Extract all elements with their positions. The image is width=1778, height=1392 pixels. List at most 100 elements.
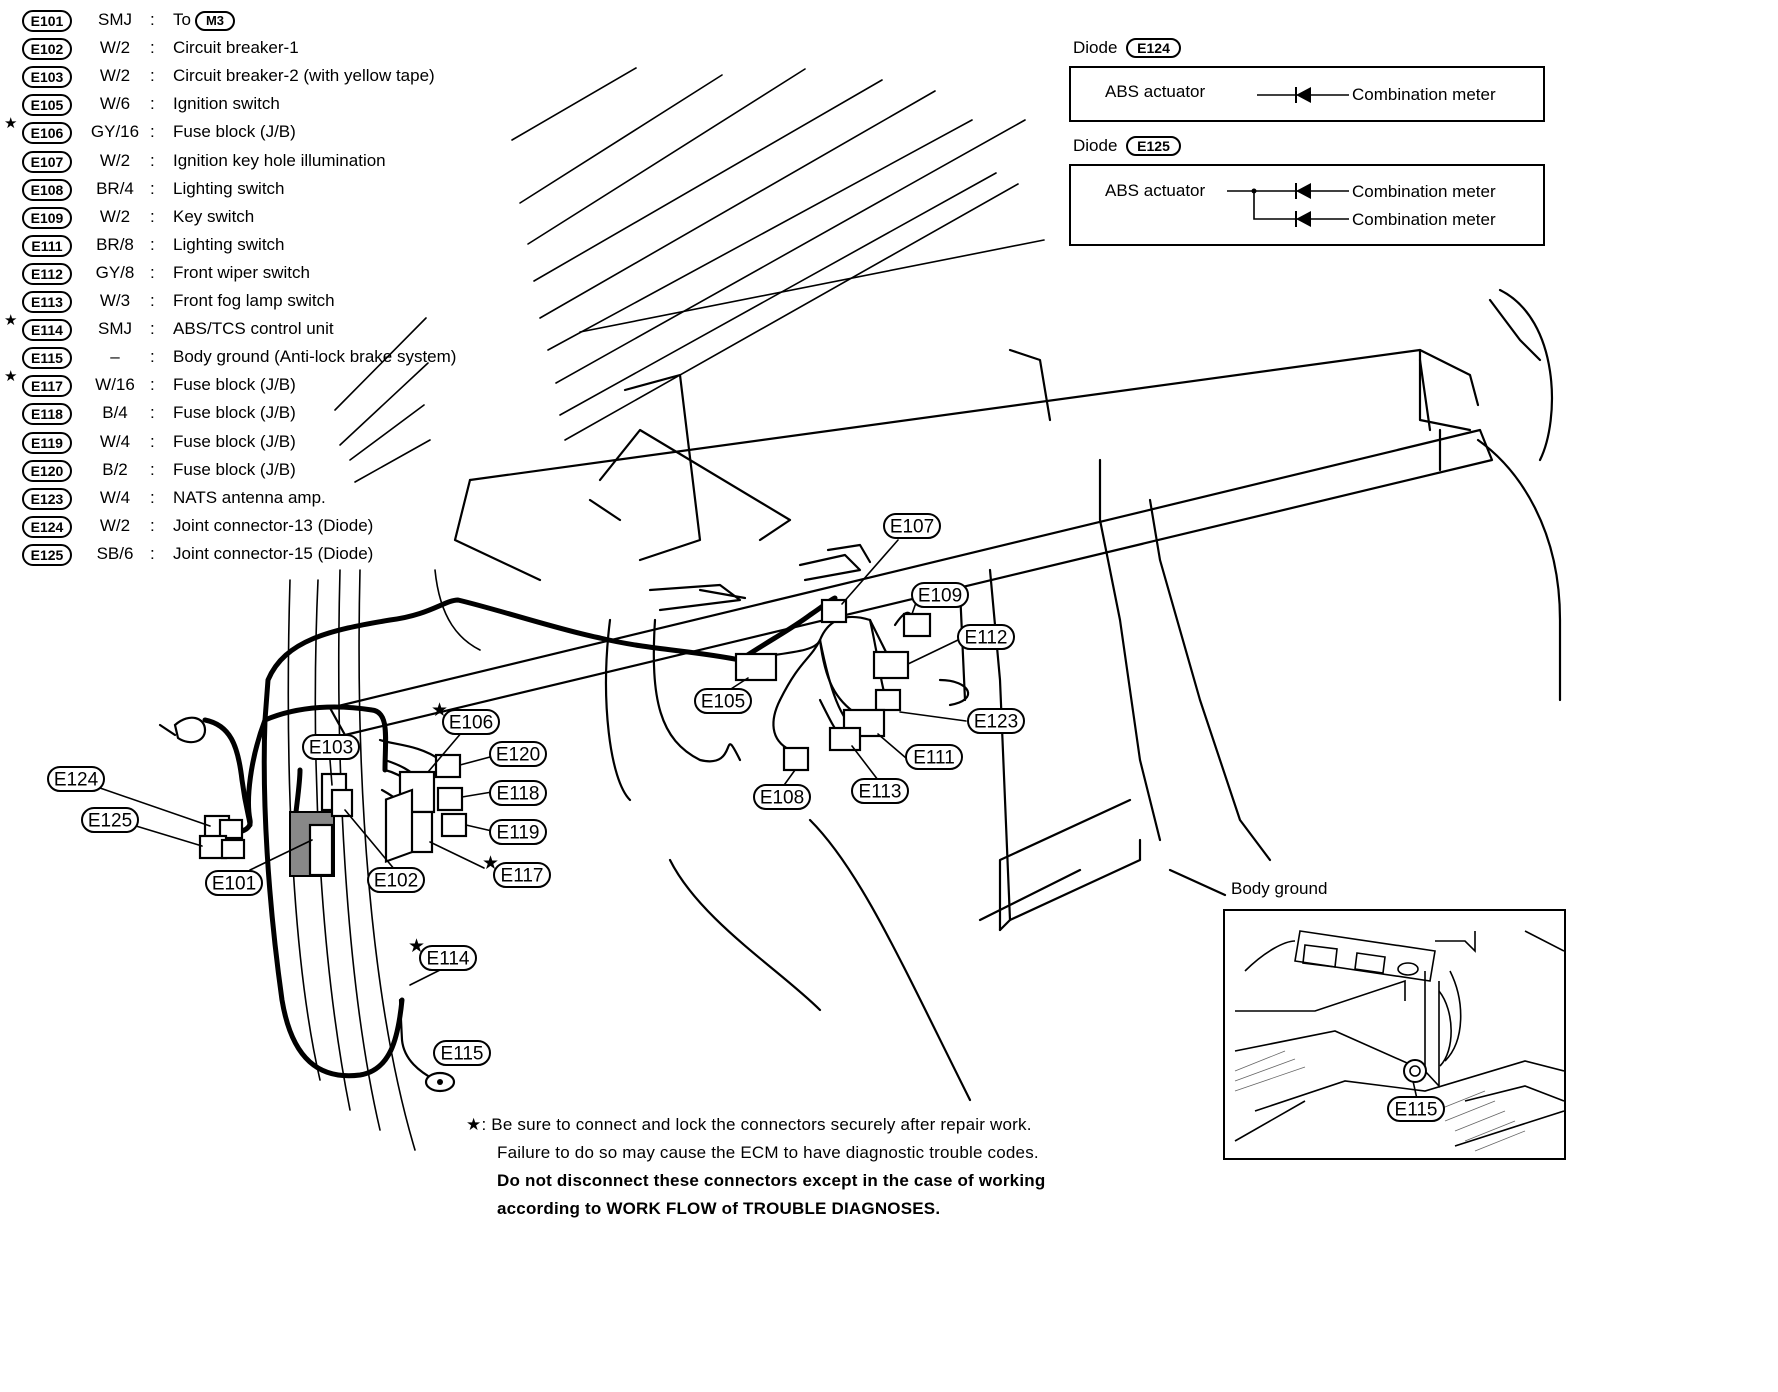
callout-e125: E125 (81, 807, 139, 833)
diode-e124-box: ABS actuator Combination meter (1069, 66, 1545, 122)
legend-color-code: SMJ (98, 319, 132, 339)
diode-e124-title-text: Diode (1073, 38, 1118, 57)
legend-color-code: W/3 (99, 291, 131, 310)
callout-label: E115 (441, 1044, 484, 1065)
legend-description: NATS antenna amp. (173, 487, 326, 507)
legend-description: Ignition key hole illumination (173, 150, 386, 170)
legend-description: Fuse block (J/B) (173, 375, 296, 395)
legend-code: E113 (22, 291, 72, 313)
diode-e125-box: ABS actuator Combination meter Combinati… (1069, 164, 1545, 246)
legend-separator: : (150, 150, 155, 170)
body-ground-drawing: E115 (1234, 930, 1564, 1152)
body-ground-title: Body ground (1231, 879, 1328, 898)
legend-code: E117 (22, 375, 72, 398)
legend-color-code: SMJ (98, 10, 132, 29)
callout-label: E107 (890, 517, 934, 538)
legend-star: ★ (4, 312, 18, 330)
callout-label: E111 (913, 748, 955, 769)
legend-description: Fuse block (J/B) (173, 459, 296, 479)
connector-e118 (436, 786, 464, 812)
legend-code: E114 (22, 319, 72, 342)
legend-description: Fuse block (J/B) (173, 431, 296, 451)
legend-separator: : (150, 234, 155, 254)
legend-color-code: W/2 (99, 38, 131, 58)
callout-label: E109 (918, 586, 962, 607)
legend-star: ★ (4, 115, 18, 133)
diode-e125-title-text: Diode (1073, 136, 1118, 155)
connector-e124-cap (218, 818, 244, 840)
connector-e105 (734, 652, 778, 682)
legend-description: Lighting switch (173, 178, 285, 198)
legend-description: Joint connector-15 (Diode) (173, 543, 374, 563)
note-line-1: ★: Be sure to connect and lock the conne… (466, 1111, 1045, 1139)
legend-description: Key switch (173, 206, 255, 226)
callout-e115-inset: E115 (1387, 1096, 1445, 1122)
legend-separator: : (150, 515, 155, 535)
callout-e109: E109 (911, 582, 969, 608)
note-line-2: Failure to do so may cause the ECM to ha… (497, 1143, 1039, 1162)
callout-e123: E123 (967, 708, 1025, 734)
legend-description: Fuse block (J/B) (173, 403, 296, 423)
callout-e119: E119 (489, 819, 547, 845)
legend-code: E119 (22, 431, 72, 454)
callout-e118: E118 (489, 780, 547, 806)
callout-e102: E102 (367, 867, 425, 893)
callout-label: E106 (449, 713, 493, 734)
legend-separator: : (150, 431, 155, 451)
note-trouble-diagnoses: TROUBLE DIAGNOSES (743, 1199, 936, 1218)
legend-description-pill: M3 (194, 11, 236, 31)
legend-separator: : (150, 487, 155, 507)
legend-description: Front wiper switch (173, 262, 310, 282)
diode-e125-pill: E125 (1126, 136, 1181, 156)
legend-description: Body ground (Anti-lock brake system) (173, 347, 457, 367)
callout-label: E114 (427, 949, 470, 970)
callout-tags: E124E125E101E103E102E106★E120E118E119E11… (47, 513, 1025, 1066)
legend-code: E107 (22, 150, 72, 173)
callout-e113: E113 (851, 778, 909, 804)
legend-color-code: W/4 (99, 431, 131, 451)
callout-star: ★ (482, 853, 499, 874)
legend-separator: : (150, 10, 155, 29)
connector-e112 (872, 650, 910, 680)
callout-label: E103 (309, 738, 353, 759)
diode-e125-right-label-1: Combination meter (1352, 182, 1496, 201)
callout-e105: E105 (694, 688, 752, 714)
note-star: ★ (466, 1115, 482, 1134)
legend-code: E101 (22, 10, 72, 32)
note-line-4: according to WORK FLOW of TROUBLE DIAGNO… (466, 1195, 1045, 1223)
legend-separator: : (150, 543, 155, 563)
callout-e115: E115 (433, 1040, 491, 1066)
legend-code: E118 (22, 403, 72, 426)
callout-label: E118 (497, 784, 540, 805)
legend-separator: : (150, 66, 155, 86)
legend-description: Joint connector-13 (Diode) (173, 515, 374, 535)
diode-e125-right-label-2: Combination meter (1352, 210, 1496, 229)
callout-e103: E103 (302, 734, 360, 760)
callout-e106: E106★ (431, 700, 500, 735)
connector-e113 (828, 726, 862, 752)
diode-e125-symbol (1227, 183, 1349, 227)
legend-color-code: B/2 (102, 459, 128, 479)
legend-color-code: W/2 (99, 66, 131, 86)
callout-label: E108 (760, 788, 804, 809)
legend-code: E109 (22, 206, 72, 229)
legend-color-code: SB/6 (96, 543, 134, 563)
connector-e101-face (308, 823, 334, 877)
legend-code: E108 (22, 178, 72, 201)
legend-code: E123 (22, 487, 72, 510)
legend-code: E105 (22, 94, 72, 117)
legend-code: E111 (22, 234, 72, 257)
callout-label: E120 (496, 745, 540, 766)
callout-e117: E117★ (482, 853, 551, 888)
callout-star: ★ (431, 700, 448, 721)
diode-e124-symbol (1257, 87, 1349, 103)
legend-description: Fuse block (J/B) (173, 122, 296, 142)
windshield-lines (334, 67, 1045, 483)
legend-description: Circuit breaker-2 (with yellow tape) (173, 66, 435, 86)
connectors (173, 598, 932, 1093)
legend-separator: : (150, 178, 155, 198)
note-line-4-mid: of (716, 1199, 744, 1218)
legend-code: E102 (22, 38, 72, 61)
connector-e108 (782, 746, 810, 772)
